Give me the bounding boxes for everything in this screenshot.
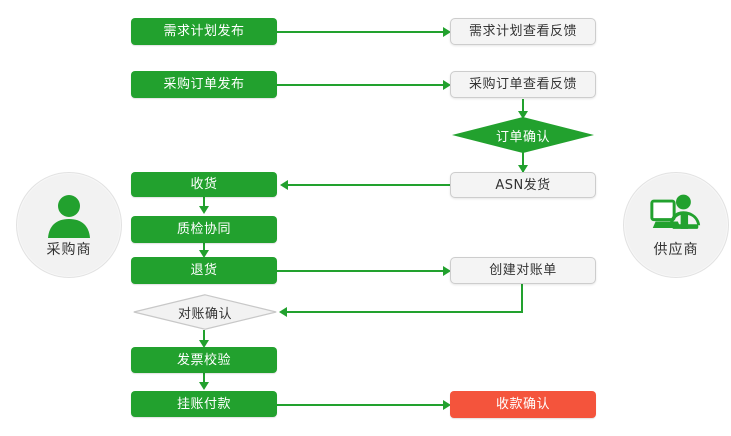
node-receive-goods[interactable]: 收货 xyxy=(131,172,277,197)
edge-return-to-create-statement xyxy=(276,270,444,272)
edge-create-statement-to-confirm xyxy=(287,311,523,313)
edge-payment-to-receipt-confirm xyxy=(276,404,444,406)
node-label: ASN发货 xyxy=(495,177,551,193)
arrowhead-left-icon xyxy=(280,180,288,190)
actor-label: 供应商 xyxy=(653,241,699,258)
node-po-feedback[interactable]: 采购订单查看反馈 xyxy=(450,71,596,98)
node-asn-ship[interactable]: ASN发货 xyxy=(450,172,596,198)
node-receipt-confirm[interactable]: 收款确认 xyxy=(450,391,596,418)
node-payable-payment[interactable]: 挂账付款 xyxy=(131,391,277,417)
arrowhead-down-icon xyxy=(518,111,528,119)
node-label: 需求计划发布 xyxy=(163,24,245,39)
node-label: 对账确认 xyxy=(177,306,232,322)
node-label: 挂账付款 xyxy=(176,396,231,412)
diamond-shape-icon xyxy=(133,294,277,330)
edge-qc-to-return xyxy=(203,243,205,256)
actor-supplier[interactable]: 供应商 xyxy=(623,172,729,278)
edge-invoice-to-payment xyxy=(203,372,205,386)
edge-asn-to-receive-goods xyxy=(288,184,450,186)
person-icon xyxy=(48,194,90,238)
node-invoice-check[interactable]: 发票校验 xyxy=(131,347,277,373)
edge-create-statement-down xyxy=(521,284,523,312)
arrowhead-down-icon xyxy=(199,382,209,390)
edge-po-feedback-to-order-confirm xyxy=(522,99,524,117)
person-with-computer-icon xyxy=(650,194,701,229)
arrowhead-left-icon xyxy=(279,307,287,317)
node-label: 质检协同 xyxy=(176,222,231,237)
node-create-statement[interactable]: 创建对账单 xyxy=(450,257,596,284)
node-label: 需求计划查看反馈 xyxy=(468,24,577,39)
arrowhead-down-icon xyxy=(199,250,209,258)
arrowhead-right-icon xyxy=(443,80,451,90)
edge-po-publish-to-feedback xyxy=(276,84,444,86)
node-label: 采购订单查看反馈 xyxy=(468,77,577,92)
diamond-shape-icon xyxy=(452,117,594,153)
node-label: 收款确认 xyxy=(495,397,550,412)
node-po-publish[interactable]: 采购订单发布 xyxy=(131,71,277,98)
arrowhead-right-icon xyxy=(443,400,451,410)
arrowhead-right-icon xyxy=(443,266,451,276)
node-label: 采购订单发布 xyxy=(163,77,245,92)
node-qc-collab[interactable]: 质检协同 xyxy=(131,216,277,243)
edge-statement-confirm-to-invoice xyxy=(203,330,205,343)
node-demand-plan-feedback[interactable]: 需求计划查看反馈 xyxy=(450,18,596,45)
node-label: 收货 xyxy=(190,177,218,192)
edge-receive-to-qc xyxy=(203,196,205,209)
node-statement-confirm[interactable]: 对账确认 xyxy=(133,294,277,330)
edge-order-confirm-to-asn xyxy=(522,152,524,172)
arrowhead-down-icon xyxy=(199,340,209,348)
node-label: 订单确认 xyxy=(495,129,550,145)
arrowhead-right-icon xyxy=(443,27,451,37)
actor-buyer[interactable]: 采购商 xyxy=(16,172,122,278)
node-demand-plan-publish[interactable]: 需求计划发布 xyxy=(131,18,277,45)
actor-label: 采购商 xyxy=(46,241,92,258)
node-order-confirm[interactable]: 订单确认 xyxy=(452,117,594,153)
node-label: 退货 xyxy=(190,263,218,278)
edge-demand-plan-publish-to-feedback xyxy=(276,31,444,33)
arrowhead-down-icon xyxy=(518,165,528,173)
node-return-goods[interactable]: 退货 xyxy=(131,257,277,284)
node-label: 创建对账单 xyxy=(489,263,557,278)
node-label: 发票校验 xyxy=(176,352,231,368)
arrowhead-down-icon xyxy=(199,206,209,214)
